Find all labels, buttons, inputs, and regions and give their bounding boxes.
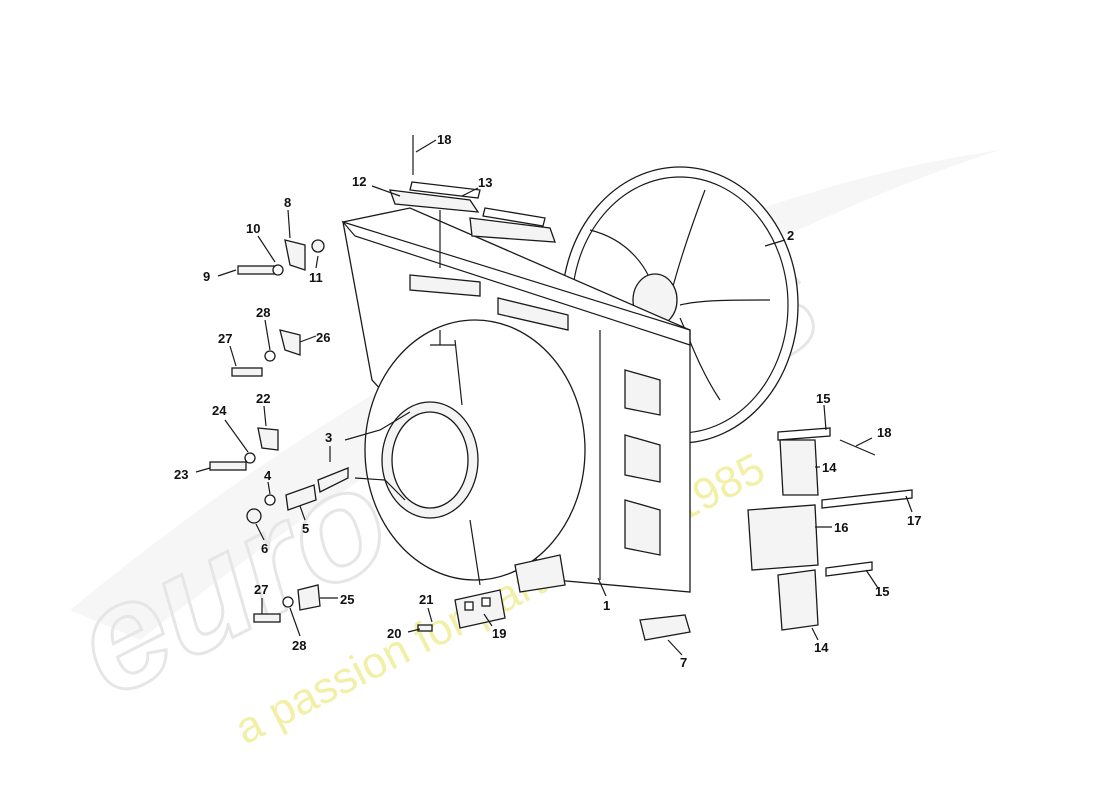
callout-21: 21 (419, 592, 433, 607)
left-hardware (209, 239, 433, 632)
shroud-ring (344, 319, 586, 586)
callout-2: 2 (787, 228, 794, 243)
callout-16: 16 (834, 520, 848, 535)
top-plates (389, 135, 556, 268)
callout-27b: 27 (254, 582, 268, 597)
callout-8: 8 (284, 195, 291, 210)
callout-22: 22 (256, 391, 270, 406)
callout-28a: 28 (256, 305, 270, 320)
callout-14b: 14 (814, 640, 829, 655)
callout-18a: 18 (437, 132, 451, 147)
callout-9: 9 (203, 269, 210, 284)
leader-lines (195, 139, 913, 656)
callout-23: 23 (174, 467, 188, 482)
callout-1: 1 (603, 598, 610, 613)
callout-10: 10 (246, 221, 260, 236)
callout-17: 17 (907, 513, 921, 528)
callout-7: 7 (680, 655, 687, 670)
callout-6: 6 (261, 541, 268, 556)
callout-13: 13 (478, 175, 492, 190)
watermark-swoosh (70, 150, 1000, 640)
callout-28b: 28 (292, 638, 306, 653)
callout-15a: 15 (816, 391, 830, 406)
callout-18b: 18 (877, 425, 891, 440)
callout-25: 25 (340, 592, 354, 607)
callout-15b: 15 (875, 584, 889, 599)
callout-27a: 27 (218, 331, 232, 346)
callout-19: 19 (492, 626, 506, 641)
callout-3: 3 (325, 430, 332, 445)
callout-5: 5 (302, 521, 309, 536)
callout-14a: 14 (822, 460, 837, 475)
callout-12: 12 (352, 174, 366, 189)
callout-20: 20 (387, 626, 401, 641)
callout-11: 11 (309, 270, 323, 285)
side-panels (747, 427, 913, 631)
callout-26: 26 (316, 330, 330, 345)
callout-4: 4 (264, 468, 272, 483)
callout-labels: 1 2 3 4 5 6 7 8 9 10 11 12 13 14 14 15 1… (174, 132, 921, 670)
callout-24: 24 (212, 403, 227, 418)
part-7-clip (639, 614, 691, 641)
part-19-bracket (454, 554, 566, 629)
